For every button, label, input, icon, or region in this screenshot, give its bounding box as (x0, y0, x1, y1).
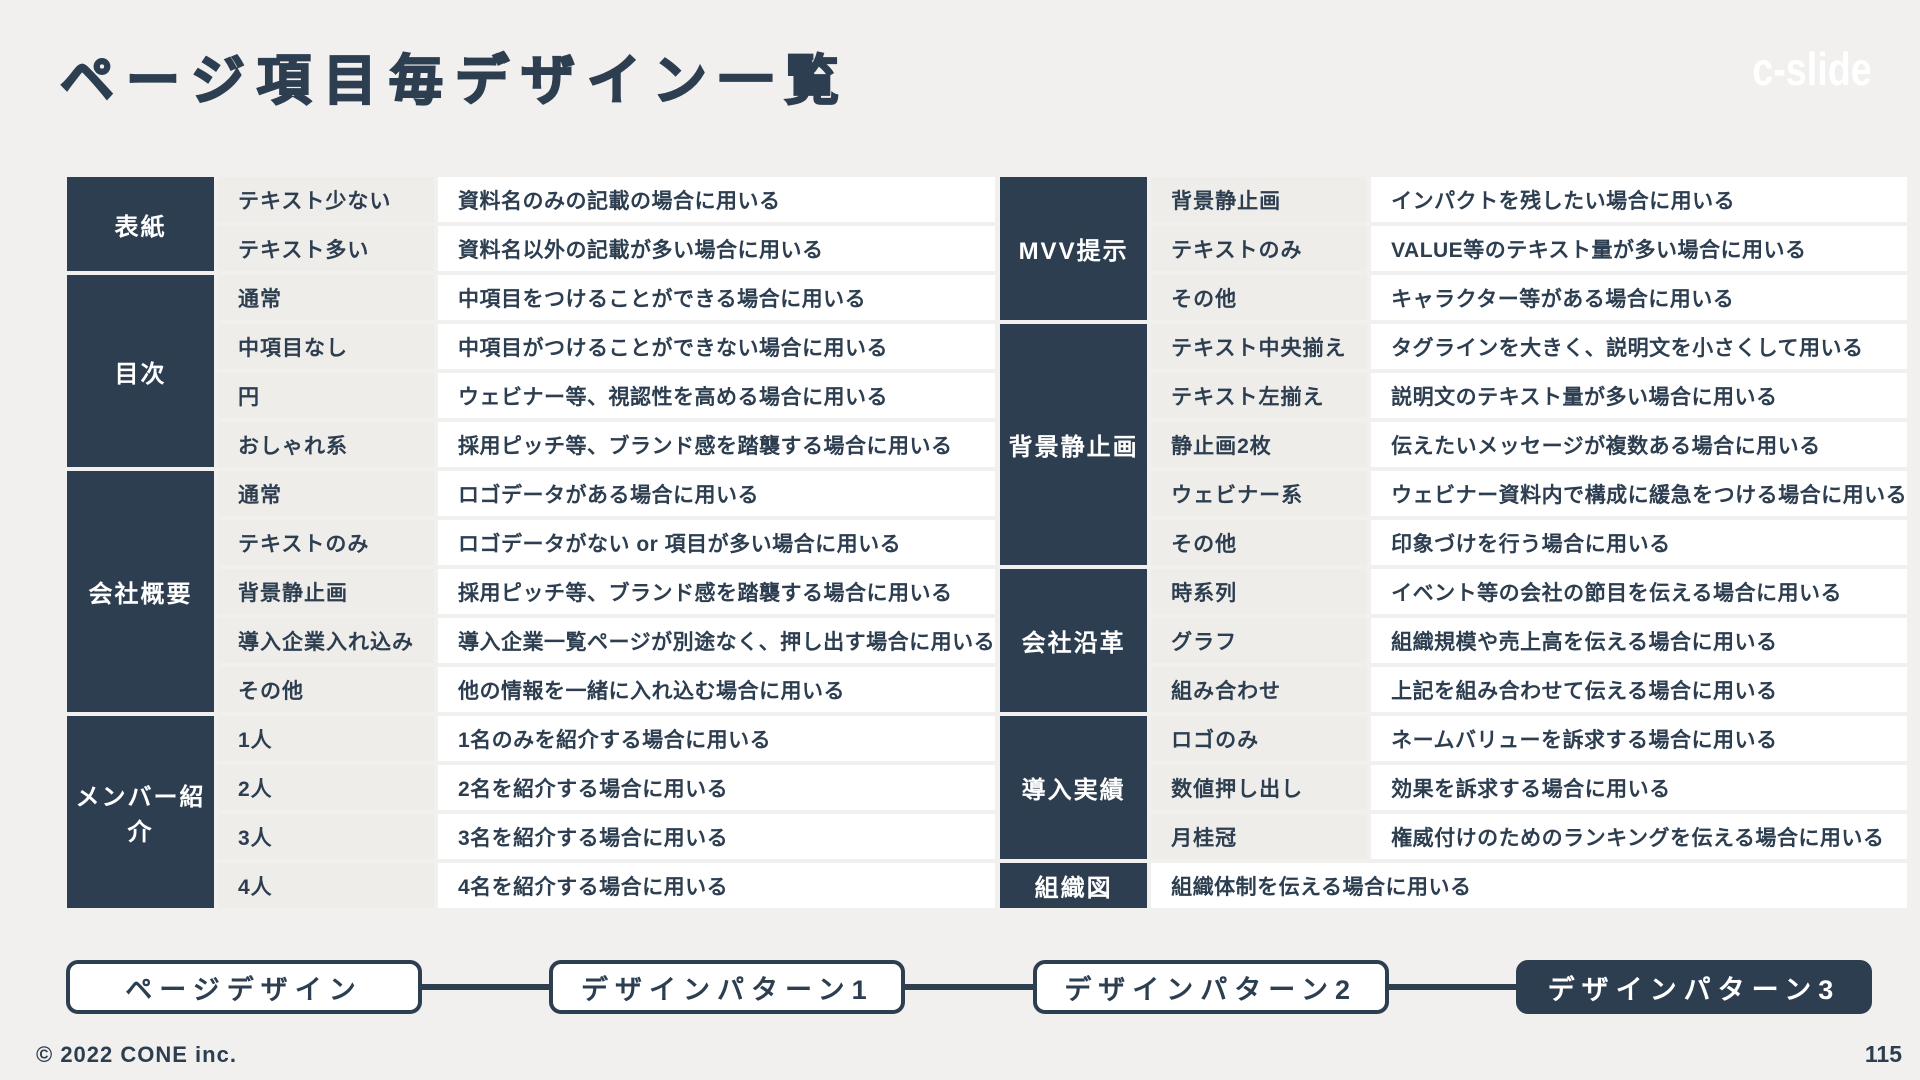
pattern-desc-cell: キャラクター等がある場合に用いる (1371, 275, 1908, 320)
pattern-desc-cell: 採用ピッチ等、ブランド感を踏襲する場合に用いる (438, 569, 996, 614)
pattern-label-cell: 時系列 (1151, 569, 1368, 614)
pattern-desc-cell: 権威付けのためのランキングを伝える場合に用いる (1371, 814, 1908, 859)
page-number: 115 (1864, 1041, 1902, 1067)
pattern-label-cell: 通常 (218, 275, 434, 320)
pattern-label-cell: テキスト左揃え (1151, 373, 1368, 418)
category-cell: 背景静止画 (1000, 324, 1148, 565)
pattern-desc-cell: ロゴデータがない or 項目が多い場合に用いる (438, 520, 996, 565)
pattern-label-cell: テキストのみ (218, 520, 434, 565)
pattern-desc-cell: 採用ピッチ等、ブランド感を踏襲する場合に用いる (438, 422, 996, 467)
pattern-desc-cell: インパクトを残したい場合に用いる (1371, 177, 1908, 222)
pattern-desc-cell: 1名のみを紹介する場合に用いる (438, 716, 996, 761)
step-connector (422, 984, 550, 990)
copyright-text: © 2022 CONE inc. (36, 1042, 237, 1067)
pattern-label-cell: その他 (1151, 520, 1368, 565)
pattern-step-nav: ページデザイン デザインパターン1 デザインパターン2 デザインパターン3 (66, 956, 1872, 1018)
pattern-desc-cell: 印象づけを行う場合に用いる (1371, 520, 1908, 565)
pattern-label-cell: 月桂冠 (1151, 814, 1368, 859)
pattern-label-cell: その他 (1151, 275, 1368, 320)
pattern-label-cell: 4人 (218, 863, 434, 908)
pattern-desc-cell: ウェビナー等、視認性を高める場合に用いる (438, 373, 996, 418)
pattern-desc-cell: 資料名のみの記載の場合に用いる (438, 177, 996, 222)
pattern-label-cell: テキストのみ (1151, 226, 1368, 271)
step-design-pattern-1[interactable]: デザインパターン1 (549, 960, 906, 1014)
category-cell: 会社沿革 (1000, 569, 1148, 712)
pattern-label-cell: 通常 (218, 471, 434, 516)
step-connector (1388, 984, 1516, 990)
pattern-desc-cell: ロゴデータがある場合に用いる (438, 471, 996, 516)
pattern-desc-cell: 組織規模や売上高を伝える場合に用いる (1371, 618, 1908, 663)
pattern-label-cell: 1人 (218, 716, 434, 761)
page-title: ページ項目毎デザイン一覧 (59, 50, 851, 112)
category-cell: メンバー紹介 (67, 716, 214, 908)
step-page-design[interactable]: ページデザイン (66, 960, 422, 1014)
right-table: MVV提示 背景静止画 インパクトを残したい場合に用いる テキストのみ VALU… (1000, 177, 1908, 908)
pattern-label-cell: その他 (218, 667, 434, 712)
pattern-label-cell: 数値押し出し (1151, 765, 1368, 810)
pattern-label-cell: 3人 (218, 814, 434, 859)
category-cell: 導入実績 (1000, 716, 1148, 859)
pattern-desc-cell: 説明文のテキスト量が多い場合に用いる (1371, 373, 1908, 418)
pattern-label-cell: 背景静止画 (218, 569, 434, 614)
pattern-desc-cell: 中項目をつけることができる場合に用いる (438, 275, 996, 320)
pattern-label-cell: テキスト中央揃え (1151, 324, 1368, 369)
pattern-label-cell: ロゴのみ (1151, 716, 1368, 761)
pattern-label-cell: 背景静止画 (1151, 177, 1368, 222)
pattern-desc-cell: 2名を紹介する場合に用いる (438, 765, 996, 810)
pattern-desc-cell: 効果を訴求する場合に用いる (1371, 765, 1908, 810)
step-connector (905, 984, 1033, 990)
category-cell: 目次 (67, 275, 214, 467)
pattern-desc-cell: 4名を紹介する場合に用いる (438, 863, 996, 908)
pattern-label-cell: テキスト多い (218, 226, 434, 271)
pattern-desc-cell: 上記を組み合わせて伝える場合に用いる (1371, 667, 1908, 712)
pattern-desc-cell: イベント等の会社の節目を伝える場合に用いる (1371, 569, 1908, 614)
pattern-desc-cell: 組織体制を伝える場合に用いる (1151, 863, 1908, 908)
c-slide-logo: c-slide (1752, 43, 1872, 95)
category-cell: 表紙 (67, 177, 214, 271)
pattern-label-cell: おしゃれ系 (218, 422, 434, 467)
pattern-label-cell: 静止画2枚 (1151, 422, 1368, 467)
pattern-desc-cell: ネームバリューを訴求する場合に用いる (1371, 716, 1908, 761)
pattern-label-cell: テキスト少ない (218, 177, 434, 222)
pattern-label-cell: グラフ (1151, 618, 1368, 663)
pattern-label-cell: ウェビナー系 (1151, 471, 1368, 516)
pattern-label-cell: 2人 (218, 765, 434, 810)
design-list-tables: 表紙 テキスト少ない 資料名のみの記載の場合に用いる テキスト多い 資料名以外の… (67, 177, 1908, 908)
pattern-desc-cell: 他の情報を一緒に入れ込む場合に用いる (438, 667, 996, 712)
pattern-desc-cell: タグラインを大きく、説明文を小さくして用いる (1371, 324, 1908, 369)
pattern-desc-cell: 伝えたいメッセージが複数ある場合に用いる (1371, 422, 1908, 467)
pattern-desc-cell: ウェビナー資料内で構成に緩急をつける場合に用いる (1371, 471, 1908, 516)
step-design-pattern-3[interactable]: デザインパターン3 (1515, 960, 1872, 1014)
category-cell: MVV提示 (1000, 177, 1148, 320)
pattern-label-cell: 円 (218, 373, 434, 418)
pattern-label-cell: 中項目なし (218, 324, 434, 369)
pattern-desc-cell: 3名を紹介する場合に用いる (438, 814, 996, 859)
left-table: 表紙 テキスト少ない 資料名のみの記載の場合に用いる テキスト多い 資料名以外の… (67, 177, 996, 908)
pattern-desc-cell: VALUE等のテキスト量が多い場合に用いる (1371, 226, 1908, 271)
category-cell: 会社概要 (67, 471, 214, 712)
step-design-pattern-2[interactable]: デザインパターン2 (1032, 960, 1389, 1014)
category-cell: 組織図 (1000, 863, 1148, 908)
pattern-desc-cell: 導入企業一覧ページが別途なく、押し出す場合に用いる (438, 618, 996, 663)
pattern-desc-cell: 中項目がつけることができない場合に用いる (438, 324, 996, 369)
pattern-label-cell: 導入企業入れ込み (218, 618, 434, 663)
pattern-label-cell: 組み合わせ (1151, 667, 1368, 712)
pattern-desc-cell: 資料名以外の記載が多い場合に用いる (438, 226, 996, 271)
